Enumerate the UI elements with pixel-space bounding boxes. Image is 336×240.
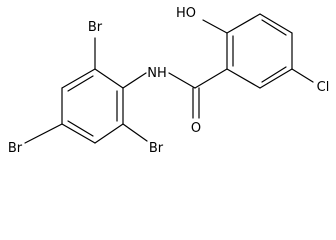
amide-bond <box>168 72 196 89</box>
ring-double-bond <box>261 19 287 36</box>
ring-bond <box>226 13 261 34</box>
ring-bond <box>94 123 124 144</box>
carbonyl-oxygen-label: O <box>191 121 201 136</box>
ring-double-bond <box>67 75 94 92</box>
ring-bond <box>259 13 293 34</box>
bromine-left-label: Br <box>8 141 23 156</box>
ring-double-bond <box>261 66 287 83</box>
ring-double-bond <box>67 120 94 137</box>
bromine-bond <box>24 123 63 144</box>
ring-bond <box>259 68 293 89</box>
ring-bond <box>61 68 96 89</box>
chlorophenol-ring <box>226 13 293 89</box>
hydroxyl-label: HO <box>176 6 196 21</box>
tribromophenyl-ring <box>61 68 124 144</box>
ring-bond <box>226 68 261 89</box>
chlorine-bond <box>291 68 314 83</box>
chemical-structure-diagram: HO NH O Cl Br Br Br <box>8 6 330 156</box>
chlorine-label: Cl <box>317 80 330 95</box>
amide-nitrogen-label: NH <box>147 66 167 81</box>
hydroxyl-bond <box>202 19 228 34</box>
carbonyl-carbon-bond <box>194 68 228 89</box>
ring-bond <box>94 68 124 89</box>
bromine-bottom-label: Br <box>149 141 164 156</box>
bromine-bond <box>122 123 148 142</box>
ring-bond <box>61 123 96 144</box>
n-aryl-bond <box>122 72 147 89</box>
bromine-top-label: Br <box>88 20 103 35</box>
